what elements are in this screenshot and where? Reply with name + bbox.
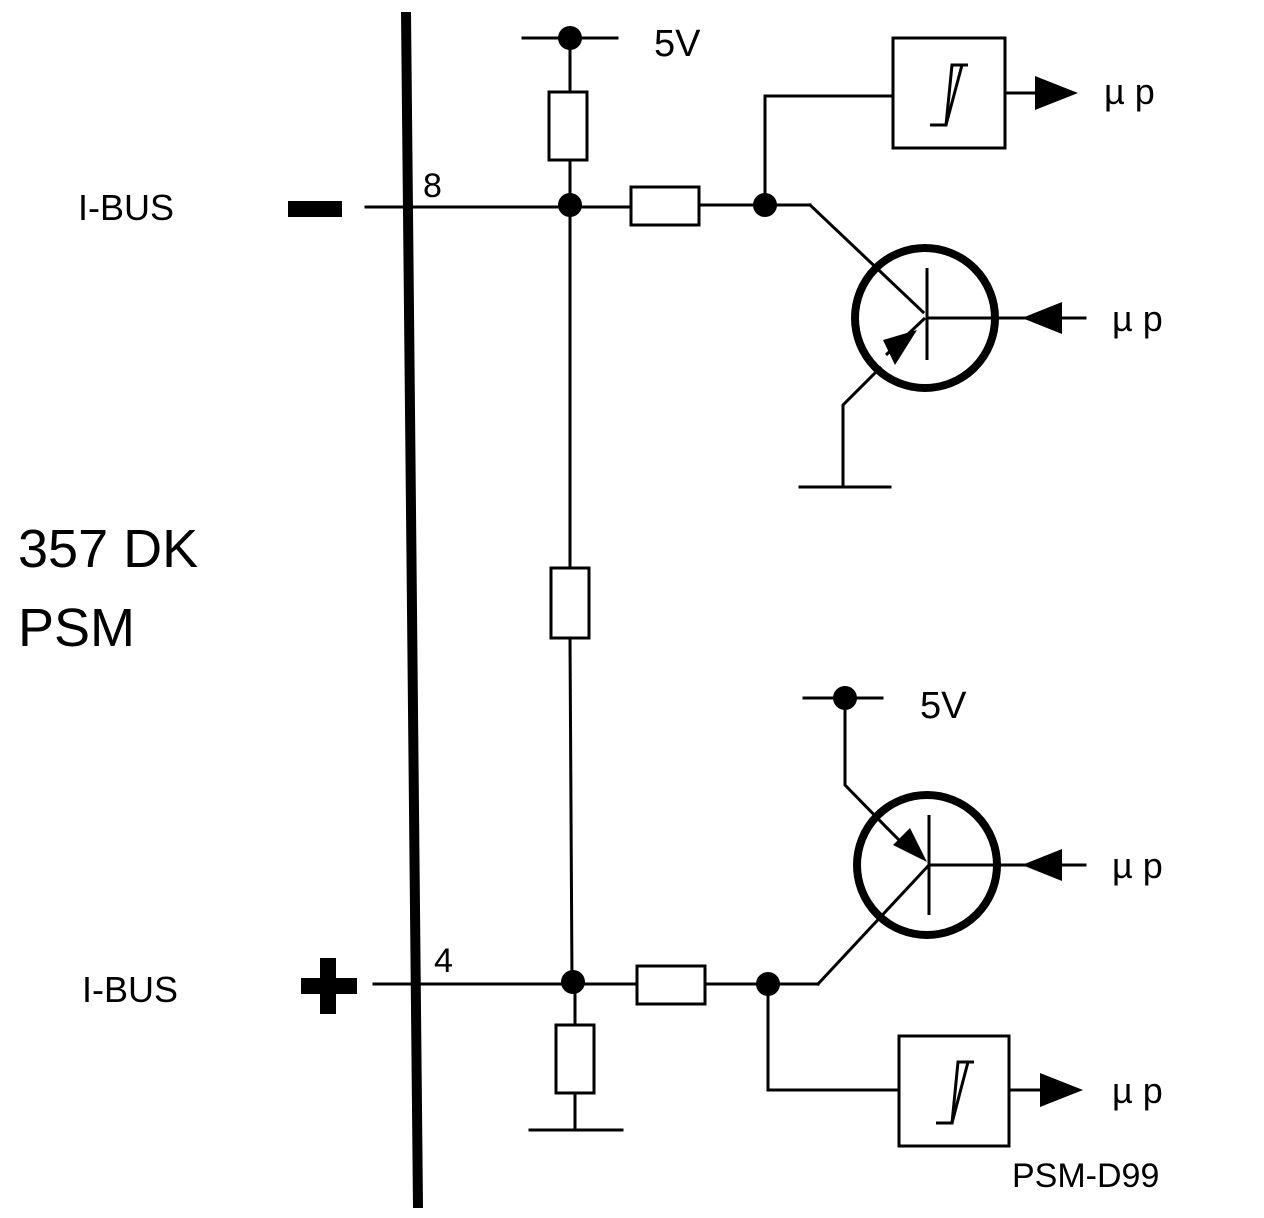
bus-plus-label: I-BUS — [82, 969, 178, 1010]
mcu-input-bottom-label: µ p — [1112, 845, 1163, 886]
pin-4-label: 4 — [434, 942, 453, 980]
transistor-top — [798, 202, 1040, 489]
junction-dot — [561, 970, 585, 994]
connector-bar — [401, 11, 423, 1209]
series-resistor-bottom — [635, 964, 707, 1006]
mcu-output-bottom-label: µ p — [1112, 1070, 1163, 1111]
top-5v-supply — [521, 26, 619, 94]
mcu-input-top-label: µ p — [1112, 298, 1163, 339]
drawing-id: PSM-D99 — [1012, 1157, 1159, 1195]
mcu-output-top-label: µ p — [1104, 71, 1155, 112]
module-name-line2: PSM — [18, 598, 135, 658]
series-resistor-top — [629, 185, 701, 227]
pulldown-resistor — [554, 1023, 596, 1095]
pin-8-label: 8 — [423, 167, 442, 205]
bus-minus-label: I-BUS — [78, 187, 174, 228]
pullup-resistor — [547, 90, 589, 162]
output-arrow-icon — [1040, 1073, 1083, 1107]
output-arrow-icon — [1035, 76, 1078, 110]
plus-sign-icon — [301, 958, 357, 1014]
top-5v-label: 5V — [654, 23, 701, 65]
module-name-line1: 357 DK — [18, 519, 198, 579]
transistor-bottom — [815, 791, 1040, 987]
bridge-resistor — [549, 566, 591, 640]
bottom-5v-supply — [802, 686, 890, 831]
input-arrow-icon — [1022, 302, 1062, 334]
bottom-5v-label: 5V — [920, 685, 967, 727]
input-arrow-icon — [1022, 849, 1062, 881]
minus-sign-icon — [288, 201, 342, 217]
schmitt-trigger-top — [891, 36, 1007, 150]
schmitt-trigger-bottom — [897, 1034, 1011, 1148]
